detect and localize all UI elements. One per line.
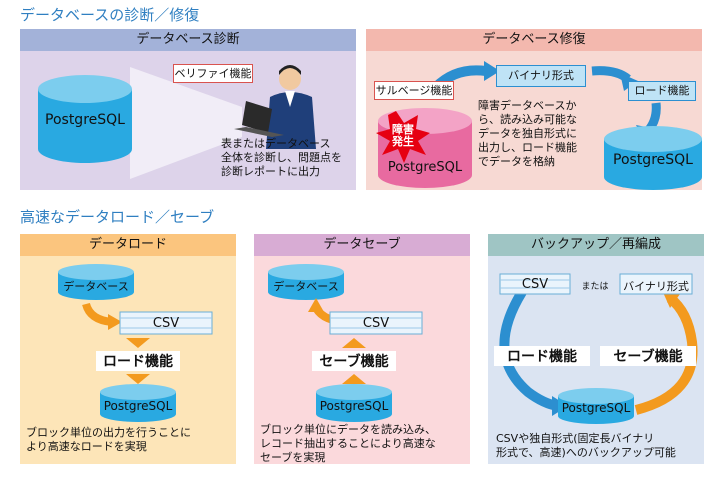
- repair-graphics: [376, 61, 702, 190]
- load-target-db-label: PostgreSQL: [103, 399, 173, 413]
- save-target-db-label: データベース: [273, 280, 339, 293]
- diagnosis-header: データベース診断: [20, 29, 356, 51]
- load-desc-1: ブロック単位の出力を行うことに: [26, 426, 191, 439]
- restored-db-label: PostgreSQL: [613, 152, 693, 168]
- load-target-cylinder: [100, 384, 176, 422]
- repair-desc-4: 出力し、ロード機能: [478, 141, 577, 154]
- faulty-db-label: PostgreSQL: [387, 160, 463, 175]
- save-target-cylinder: [268, 264, 344, 300]
- backup-desc-1: CSVや独自形式(固定長バイナリ: [496, 432, 655, 445]
- diagnosis-panel: データベース診断 ベリファイ機能 PostgreSQL 表またはデータベース 全…: [20, 29, 356, 190]
- repair-desc-3: データを独自形式に: [478, 127, 577, 140]
- section2-title: 高速なデータロード／セーブ: [20, 208, 215, 226]
- data-save-panel: データセーブ データベース CSV セーブ機能 PostgreSQL ブロック単…: [254, 234, 470, 464]
- repair-desc-1: 障害データベースか: [478, 99, 577, 112]
- save-function-label: セーブ機能: [312, 351, 396, 371]
- backup-or-label: または: [581, 282, 609, 292]
- save-desc-2: レコード抽出することにより高速な: [260, 437, 436, 450]
- repair-desc-2: ら、読み込み可能な: [478, 113, 577, 126]
- save-up-arrow-1: [342, 338, 366, 348]
- save-source-db-label: PostgreSQL: [319, 399, 389, 413]
- fault-label-2: 発生: [392, 135, 414, 148]
- backup-panel: バックアップ／再編成 CSV または バイナリ形式 ロード機能 セーブ機能 Po…: [488, 234, 704, 464]
- binary-format-label: バイナリ形式: [496, 65, 586, 87]
- backup-load-arc: [499, 289, 559, 411]
- diagnosis-desc-1: 表またはデータベース: [221, 137, 331, 150]
- load-down-arrow-1: [126, 338, 150, 348]
- fault-burst: [376, 111, 430, 163]
- backup-db-label: PostgreSQL: [561, 401, 631, 415]
- load-source-cylinder: [58, 264, 134, 300]
- data-save-header: データセーブ: [254, 234, 470, 256]
- load-source-db-label: データベース: [63, 280, 129, 293]
- save-desc-1: ブロック単位にデータを読み込み、: [260, 423, 436, 436]
- diagnosis-desc-3: 診断レポートに出力: [221, 165, 320, 178]
- data-load-graphics: [58, 264, 213, 422]
- backup-header: バックアップ／再編成: [488, 234, 704, 256]
- load-down-arrow-2: [126, 374, 150, 384]
- backup-save-function-label: セーブ機能: [600, 346, 696, 366]
- diagnosis-desc-2: 全体を診断し、問題点を: [221, 151, 342, 164]
- postgresql-cylinder: [38, 75, 132, 163]
- save-up-arrow-2: [342, 374, 366, 384]
- restored-postgresql-cylinder: [604, 126, 702, 190]
- backup-db-cylinder: [558, 388, 634, 424]
- backup-desc-2: 形式で、高速)へのバックアップ可能: [496, 446, 676, 459]
- load-function-label: ロード機能: [628, 81, 696, 101]
- diagnosis-db-label: PostgreSQL: [45, 112, 125, 128]
- backup-csv-sheet: [499, 273, 571, 295]
- operator-illustration: [234, 65, 316, 149]
- repair-desc-5: でデータを格納: [478, 155, 555, 168]
- backup-binary-label: バイナリ形式: [623, 280, 689, 293]
- backup-csv-label: CSV: [521, 277, 549, 292]
- fault-label-1: 障害: [392, 123, 414, 136]
- diagnosis-graphics: [38, 65, 316, 179]
- save-source-cylinder: [316, 384, 392, 422]
- load-desc-2: より高速なロードを実現: [26, 440, 147, 453]
- section1-title: データベースの診断／修復: [20, 6, 200, 24]
- load-function-label: ロード機能: [96, 351, 180, 371]
- salvage-function-label: サルベージ機能: [374, 81, 454, 100]
- repair-panel: データベース修復 サルベージ機能 バイナリ形式 ロード機能 障害 発生 Post…: [366, 29, 702, 190]
- backup-load-function-label: ロード機能: [494, 346, 590, 366]
- data-load-header: データロード: [20, 234, 236, 256]
- scan-beam: [130, 67, 242, 179]
- backup-binary-sheet: [619, 273, 693, 295]
- verify-function-label: ベリファイ機能: [173, 64, 253, 83]
- repair-header: データベース修復: [366, 29, 702, 51]
- data-load-panel: データロード データベース CSV ロード機能 PostgreSQL ブロック単…: [20, 234, 236, 464]
- save-desc-3: セーブを実現: [260, 451, 326, 464]
- load-csv-label: CSV: [152, 316, 180, 331]
- data-save-graphics: [268, 264, 423, 422]
- save-csv-label: CSV: [362, 316, 390, 331]
